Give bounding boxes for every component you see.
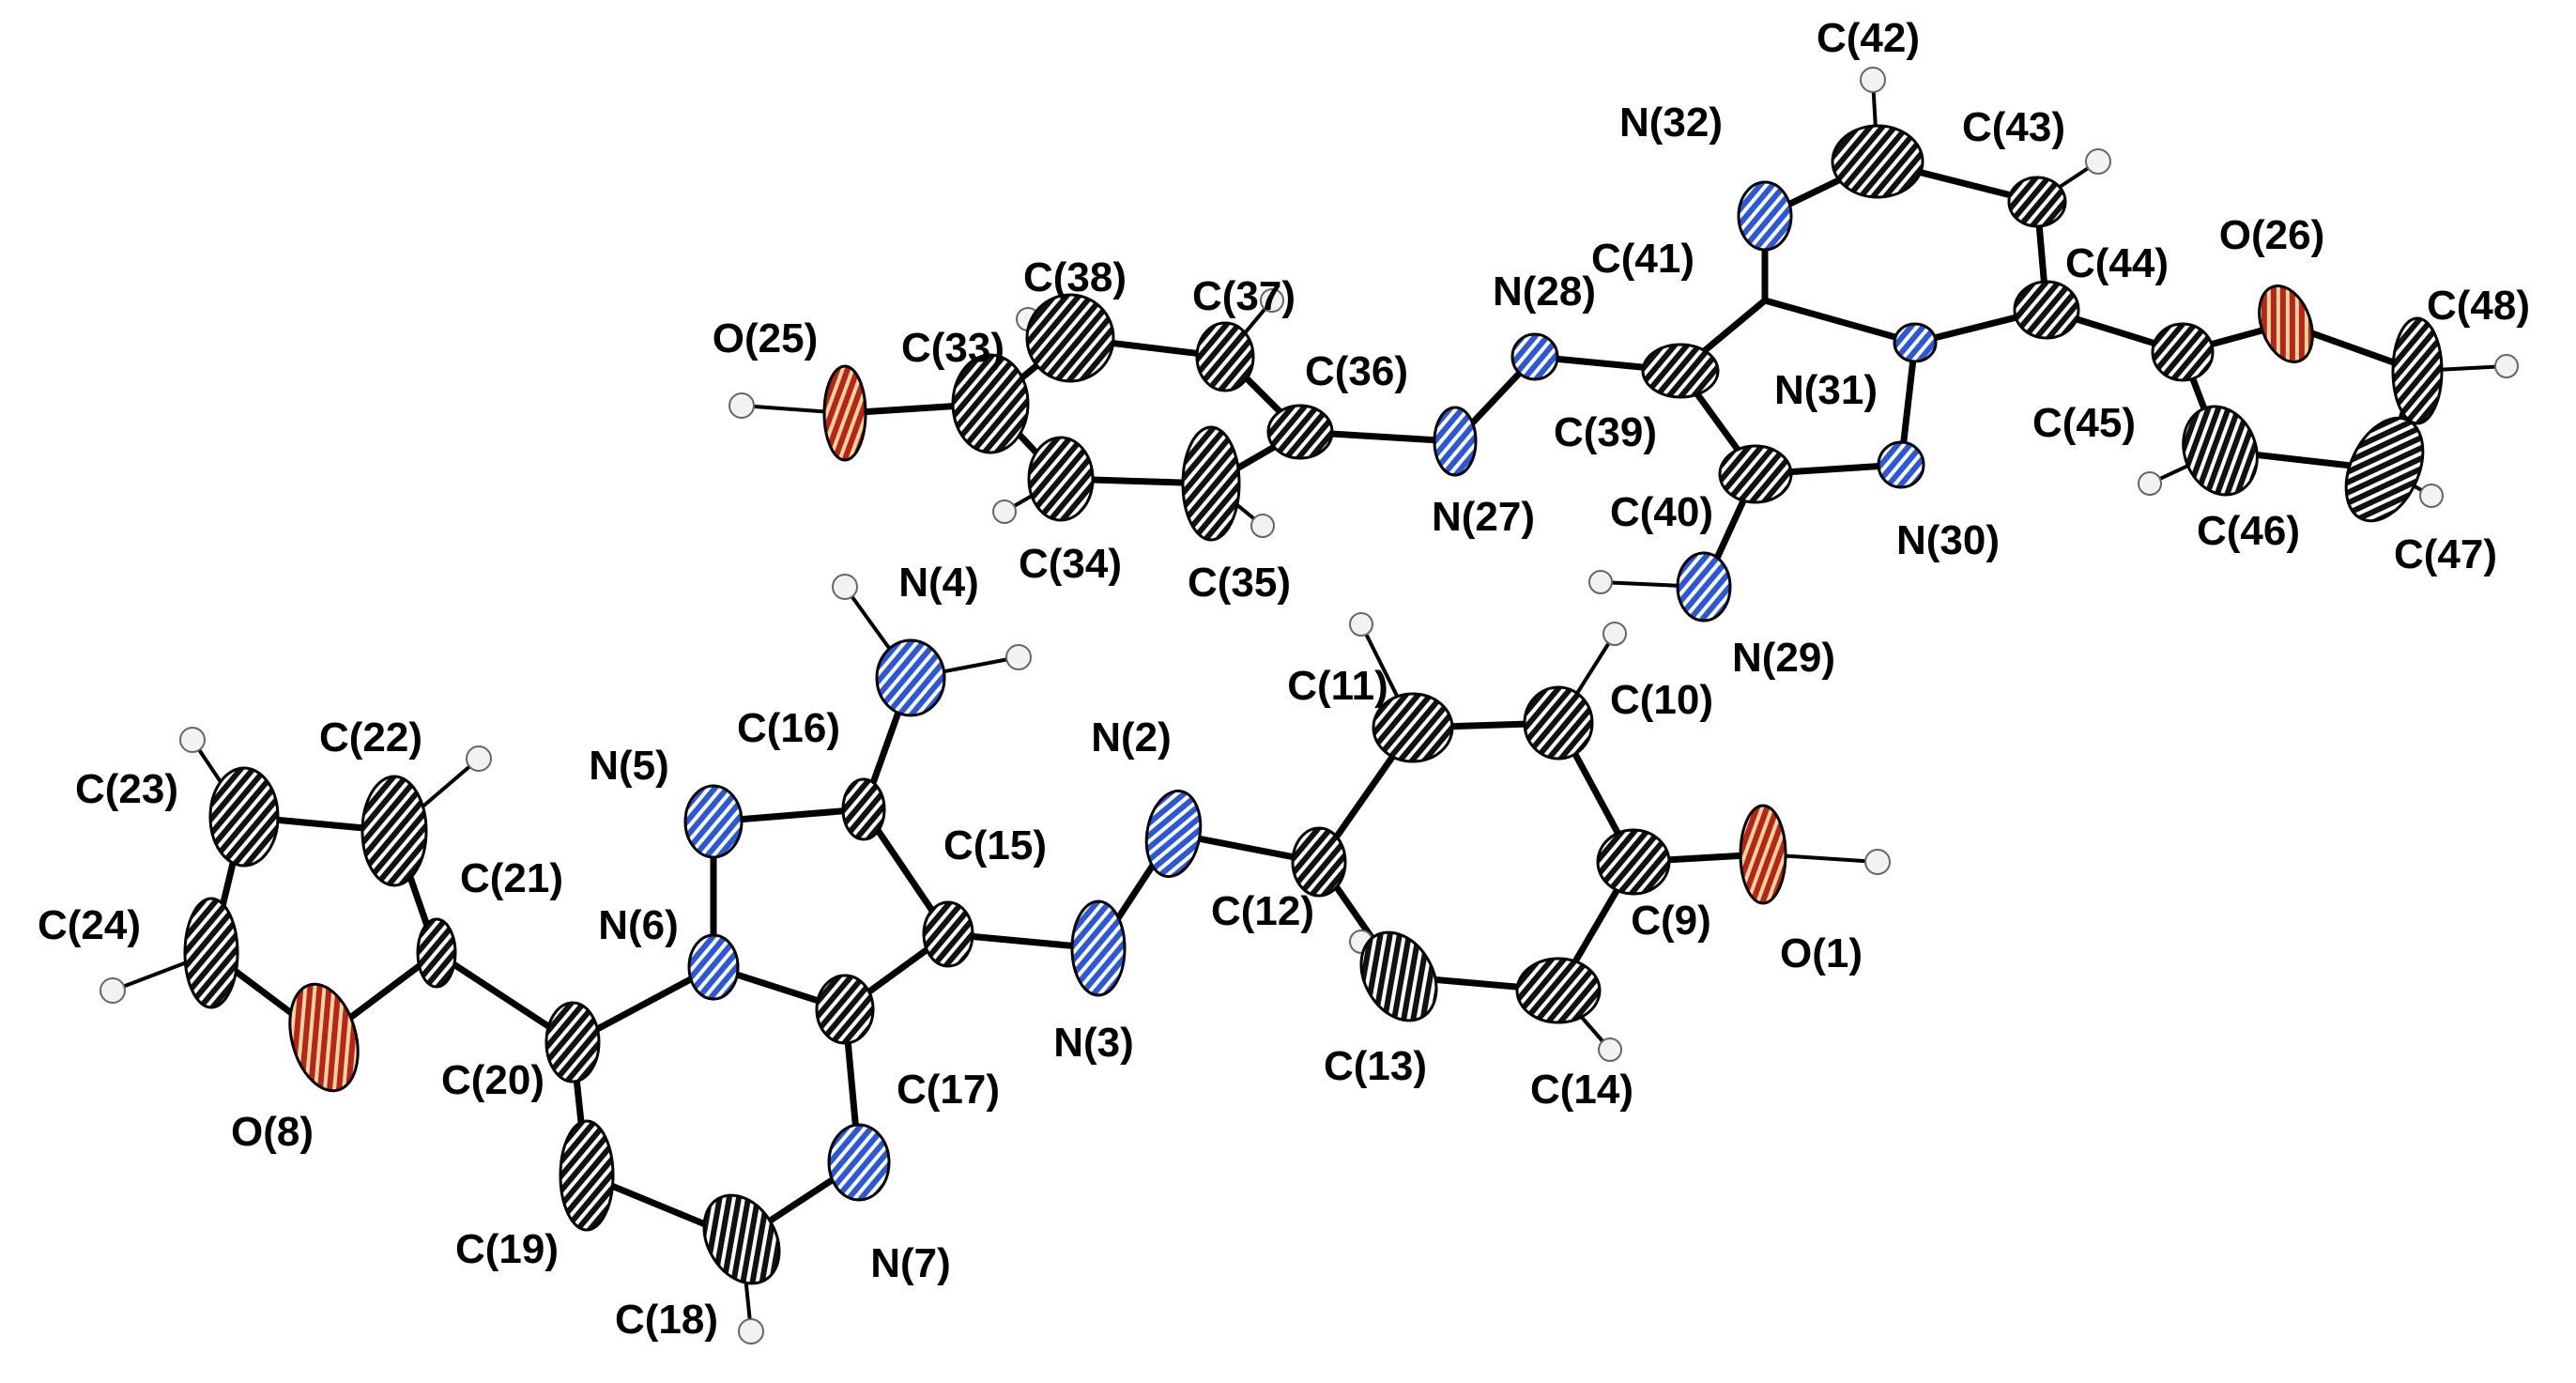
O8-atom <box>288 982 360 1093</box>
label-O25: O(25) <box>713 315 818 361</box>
label-C36: C(36) <box>1305 348 1408 394</box>
label-N31: N(31) <box>1774 367 1878 413</box>
atoms <box>100 67 2519 1345</box>
label-C37: C(37) <box>1192 273 1296 319</box>
label-C41: C(41) <box>1591 236 1694 282</box>
label-N30: N(30) <box>1896 517 2000 563</box>
label-N32: N(32) <box>1619 100 1723 146</box>
label-N2: N(2) <box>1091 715 1172 761</box>
label-C11: C(11) <box>1287 663 1388 709</box>
label-C35: C(35) <box>1188 560 1291 606</box>
label-C24: C(24) <box>38 902 141 948</box>
label-N3: N(3) <box>1053 1020 1134 1066</box>
label-N5: N(5) <box>589 743 669 789</box>
label-C47: C(47) <box>2394 531 2497 577</box>
label-C17: C(17) <box>897 1067 1000 1113</box>
label-C34: C(34) <box>1019 541 1122 587</box>
label-C9: C(9) <box>1631 898 1711 944</box>
label-C14: C(14) <box>1530 1067 1633 1113</box>
label-O8: O(8) <box>231 1109 314 1155</box>
nitrogen-atoms <box>683 180 1938 1202</box>
label-C10: C(10) <box>1610 677 1713 723</box>
label-C48: C(48) <box>2427 283 2530 329</box>
label-O1: O(1) <box>1780 930 1863 976</box>
label-C33: C(33) <box>901 325 1004 371</box>
label-C18: C(18) <box>615 1297 718 1343</box>
label-N7: N(7) <box>870 1240 951 1286</box>
O1-atom <box>1739 804 1787 905</box>
label-C45: C(45) <box>2032 400 2136 446</box>
label-N28: N(28) <box>1493 269 1596 315</box>
label-C23: C(23) <box>75 766 178 812</box>
label-C13: C(13) <box>1324 1043 1427 1089</box>
oxygen-atoms <box>288 284 2314 1093</box>
O25-atom <box>822 364 867 462</box>
label-C15: C(15) <box>943 822 1047 868</box>
label-N4: N(4) <box>898 560 979 606</box>
label-C44: C(44) <box>2065 240 2169 286</box>
label-C38: C(38) <box>1023 254 1127 300</box>
carbon-atoms <box>183 124 2444 1285</box>
label-C42: C(42) <box>1817 15 1920 61</box>
label-C40: C(40) <box>1610 489 1713 535</box>
label-C22: C(22) <box>319 715 422 761</box>
atom-labels: O(1) N(2) N(3) N(4) N(5) N(6) N(7) O(8) … <box>38 15 2530 1343</box>
label-C46: C(46) <box>2197 508 2300 554</box>
label-C39: C(39) <box>1554 409 1657 455</box>
label-O26: O(26) <box>2219 212 2324 258</box>
label-C20: C(20) <box>441 1057 544 1103</box>
O26-atom <box>2258 284 2314 363</box>
label-N6: N(6) <box>598 902 679 948</box>
label-N27: N(27) <box>1432 494 1535 540</box>
label-C21: C(21) <box>460 855 563 901</box>
label-N29: N(29) <box>1732 635 1835 681</box>
label-C19: C(19) <box>455 1226 559 1272</box>
label-C43: C(43) <box>1962 104 2065 150</box>
label-C12: C(12) <box>1211 888 1314 934</box>
hydrogen-atoms <box>100 67 2519 1345</box>
label-C16: C(16) <box>737 705 840 751</box>
